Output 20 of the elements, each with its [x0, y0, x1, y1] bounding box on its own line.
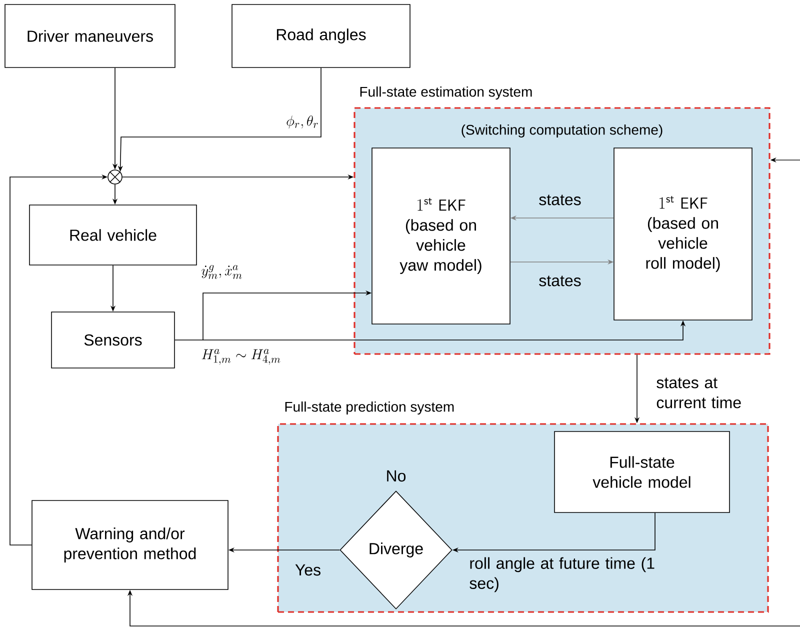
edge-label: $\phi_r, \theta_r$ [286, 115, 318, 129]
edge-label: states [539, 276, 581, 286]
branch-label: No [387, 470, 406, 482]
edge-label: roll angle at future time (1 sec) [470, 557, 654, 592]
edge-label: Yes [295, 564, 320, 576]
process-box: Real vehicle [29, 204, 197, 266]
process-box: Driver maneuvers [4, 4, 176, 68]
node-label: Full-state estimation system [360, 86, 532, 100]
summing-junction [108, 170, 122, 184]
process-box: Full-state vehicle model [554, 431, 730, 513]
edge-label: $\dot{y}_m^g, \dot{x}_m^a$ [202, 265, 242, 279]
node-label: Full-state prediction system [285, 401, 454, 415]
process-box: Road angles [232, 4, 410, 68]
edge-label: states [539, 194, 581, 206]
process-box: Sensors [51, 312, 175, 368]
edge-label: $H_{1,m}^a \sim H_{4,m}^a$ [202, 349, 280, 365]
edge-label: states at current time [656, 378, 741, 408]
process-box: $1^{\mathsf{st}}\ \mathsf{EKF}$ (based on vehicle roll model) [614, 148, 752, 320]
process-box: $1^{\mathsf{st}}\ \mathsf{EKF}$ (based on vehicle yaw model) [372, 148, 510, 324]
process-box: Warning and/or prevention method [32, 500, 228, 590]
